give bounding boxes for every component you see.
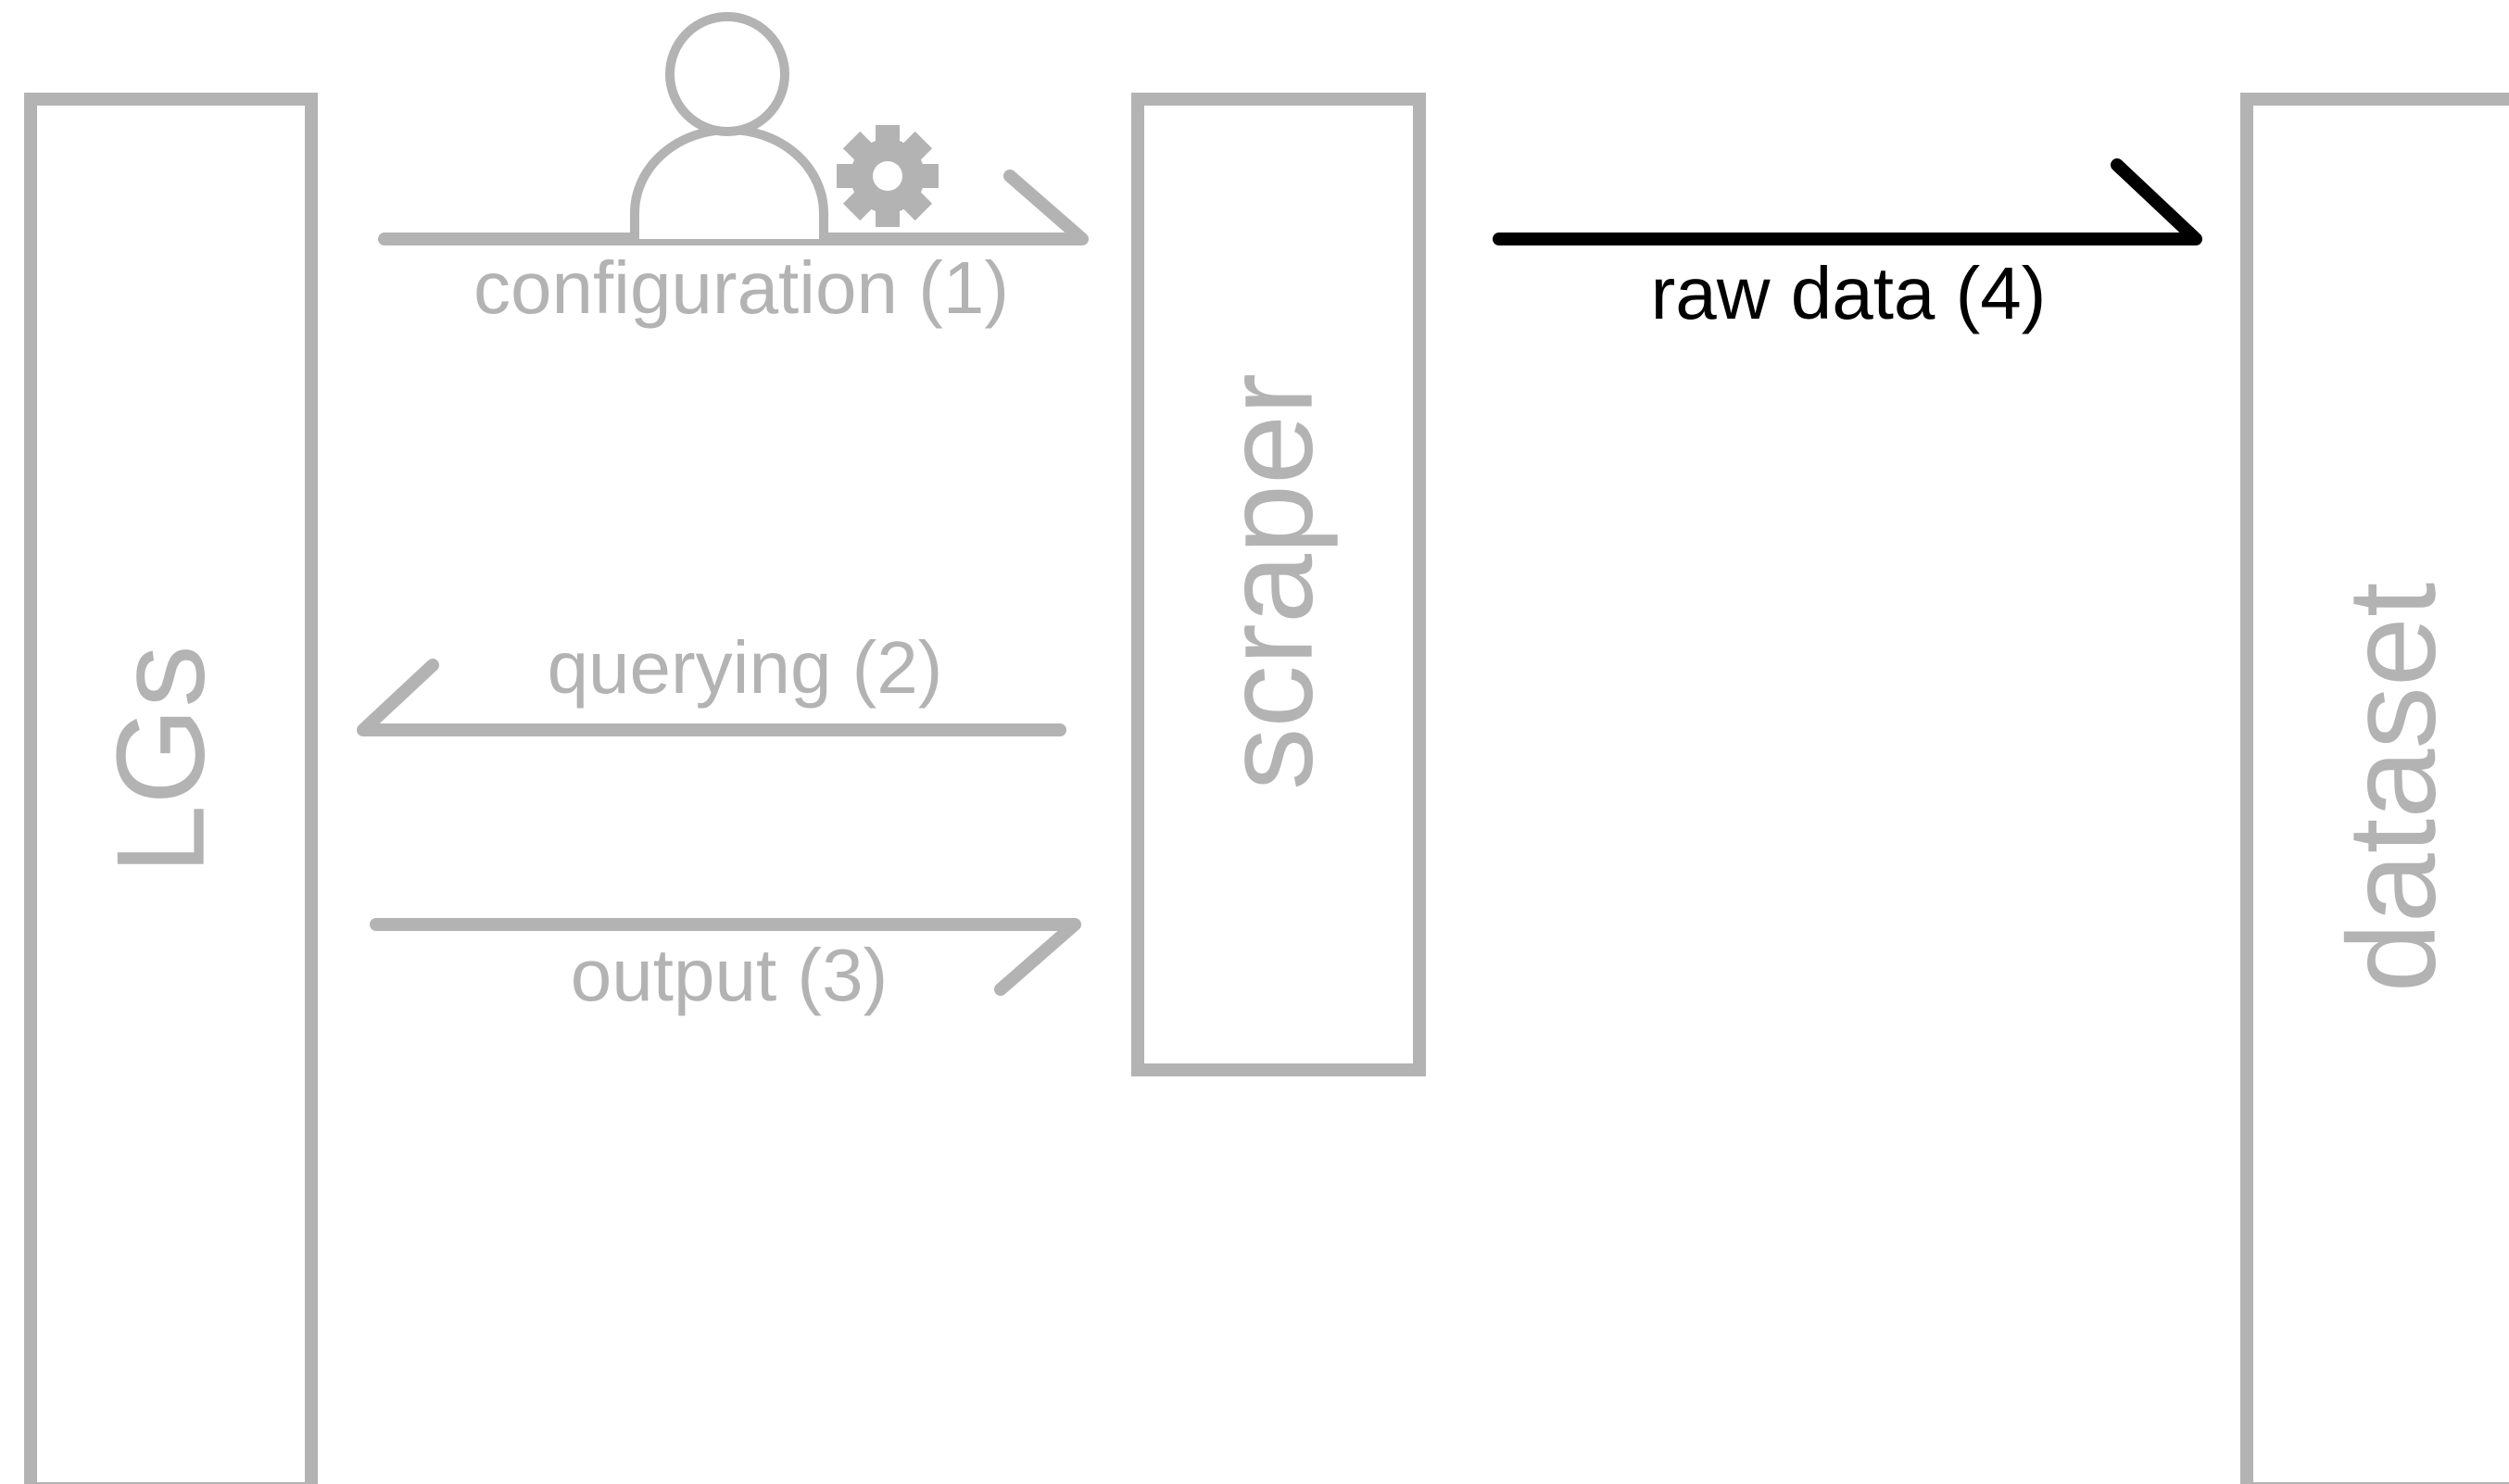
person-head: [665, 12, 789, 136]
person-body: [630, 125, 828, 239]
lgs-box: [24, 93, 318, 1484]
output-edge: output (3): [370, 918, 1081, 1016]
raw-data-label: raw data (4): [1651, 252, 2047, 334]
dataset-label: dataset: [2322, 583, 2462, 993]
scraper-node: scraper: [1131, 93, 1426, 1076]
configuration-edge: configuration (1): [378, 12, 1089, 329]
user-gear-icon: [630, 12, 939, 239]
configuration-label: configuration (1): [473, 246, 1009, 329]
scraper-label: scraper: [1199, 373, 1339, 790]
scraper-box: [1131, 93, 1426, 1076]
dataset-node: dataset: [2240, 93, 2509, 1484]
gear-icon: [837, 125, 939, 227]
output-label: output (3): [571, 934, 888, 1016]
raw-data-arrow: [1493, 158, 2202, 245]
querying-arrow: [357, 659, 1066, 736]
raw-data-edge: raw data (4): [1493, 158, 2202, 334]
configuration-arrow: [378, 170, 1089, 245]
lgs-node: LGs: [24, 93, 318, 1484]
dataset-box: [2240, 93, 2509, 1484]
output-arrow: [370, 918, 1081, 996]
lgs-label: LGs: [91, 645, 231, 874]
querying-label: querying (2): [548, 626, 943, 709]
querying-edge: querying (2): [357, 626, 1066, 736]
